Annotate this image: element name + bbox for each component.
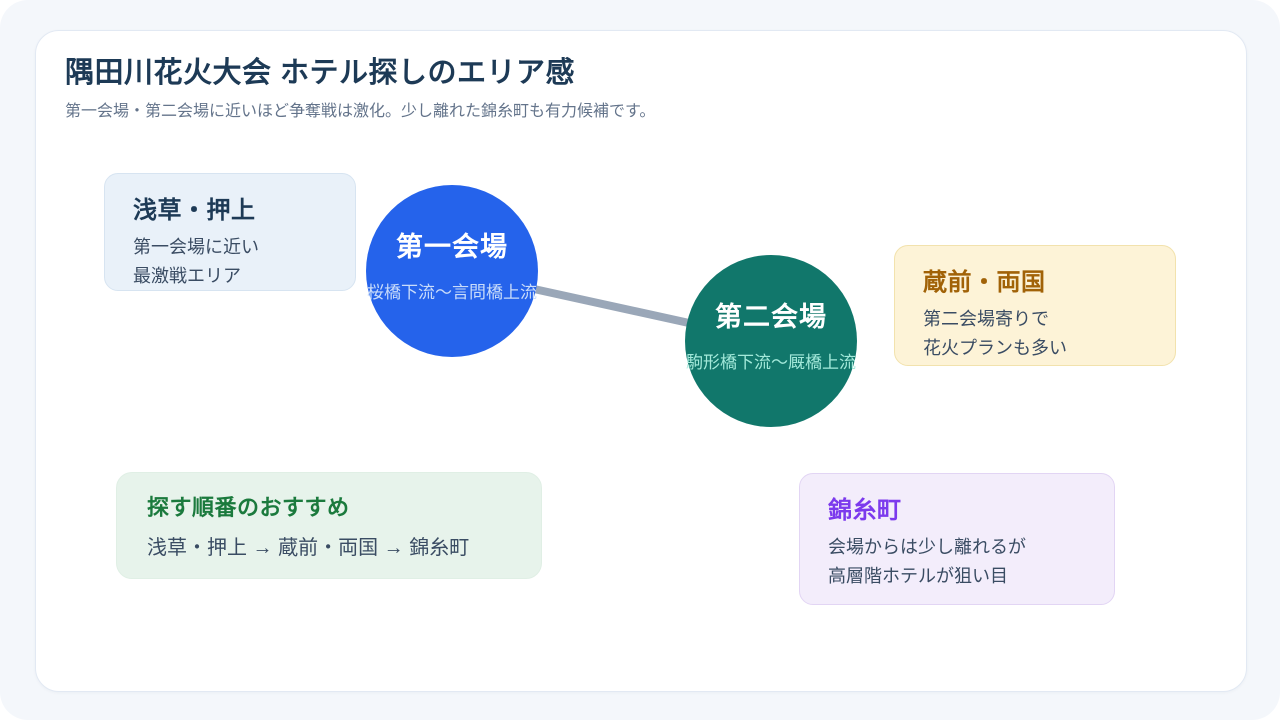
venue-range: 桜橋下流〜言問橋上流 <box>367 283 537 302</box>
venue-name: 第二会場 <box>715 302 827 332</box>
area-card-title: 蔵前・両国 <box>923 269 1046 296</box>
venue-circle-first: 第一会場 桜橋下流〜言問橋上流 <box>366 185 538 357</box>
recommendation-card: 探す順番のおすすめ 浅草・押上 → 蔵前・両国 → 錦糸町 <box>116 472 542 579</box>
venue-connector-line <box>448 267 775 345</box>
area-card-title: 錦糸町 <box>828 497 902 524</box>
diagram-panel: 隅田川花火大会 ホテル探しのエリア感 第一会場・第二会場に近いほど争奪戦は激化。… <box>35 30 1247 692</box>
area-card-line: 第二会場寄りで <box>923 309 1049 329</box>
area-card-line: 会場からは少し離れるが <box>828 537 1026 557</box>
area-card-line: 第一会場に近い <box>133 237 259 257</box>
page-title: 隅田川花火大会 ホテル探しのエリア感 <box>65 57 576 89</box>
area-card-kuramae-ryogoku: 蔵前・両国 第二会場寄りで 花火プランも多い <box>894 245 1176 366</box>
area-card-asakusa-oshiage: 浅草・押上 第一会場に近い 最激戦エリア <box>104 173 356 291</box>
venue-range: 駒形橋下流〜厩橋上流 <box>686 353 856 372</box>
area-card-kinshicho: 錦糸町 会場からは少し離れるが 高層階ホテルが狙い目 <box>799 473 1115 605</box>
recommendation-order: 浅草・押上 → 蔵前・両国 → 錦糸町 <box>147 537 470 559</box>
venue-name: 第一会場 <box>396 232 508 262</box>
area-card-title: 浅草・押上 <box>133 197 256 224</box>
area-card-line: 最激戦エリア <box>133 265 241 286</box>
area-card-line: 高層階ホテルが狙い目 <box>828 565 1008 586</box>
recommendation-title: 探す順番のおすすめ <box>147 495 350 520</box>
page-subtitle: 第一会場・第二会場に近いほど争奪戦は激化。少し離れた錦糸町も有力候補です。 <box>65 103 656 120</box>
venue-circle-second: 第二会場 駒形橋下流〜厩橋上流 <box>685 255 857 427</box>
area-card-line: 花火プランも多い <box>923 337 1067 358</box>
